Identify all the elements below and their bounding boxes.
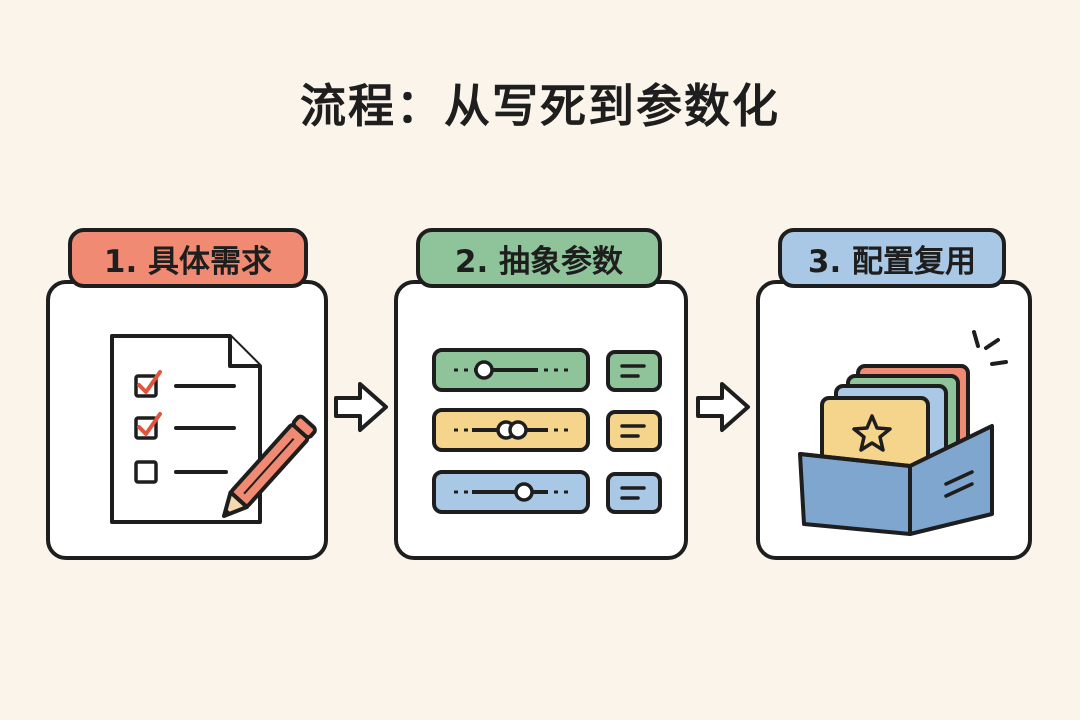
step-3-card [756,280,1032,560]
step-2-label: 2. 抽象参数 [416,228,662,288]
right-arrow-icon [334,382,388,432]
checklist-with-pencil-icon [110,334,317,524]
config-card-box-icon [798,330,1008,536]
page-title: 流程：从写死到参数化 [300,79,780,133]
right-arrow-icon [696,382,750,432]
step-3-label: 3. 配置复用 [778,228,1006,288]
step-1-card [46,280,328,560]
parameter-sliders-icon [432,348,662,514]
step-1-label: 1. 具体需求 [68,228,308,288]
step-2-card [394,280,688,560]
